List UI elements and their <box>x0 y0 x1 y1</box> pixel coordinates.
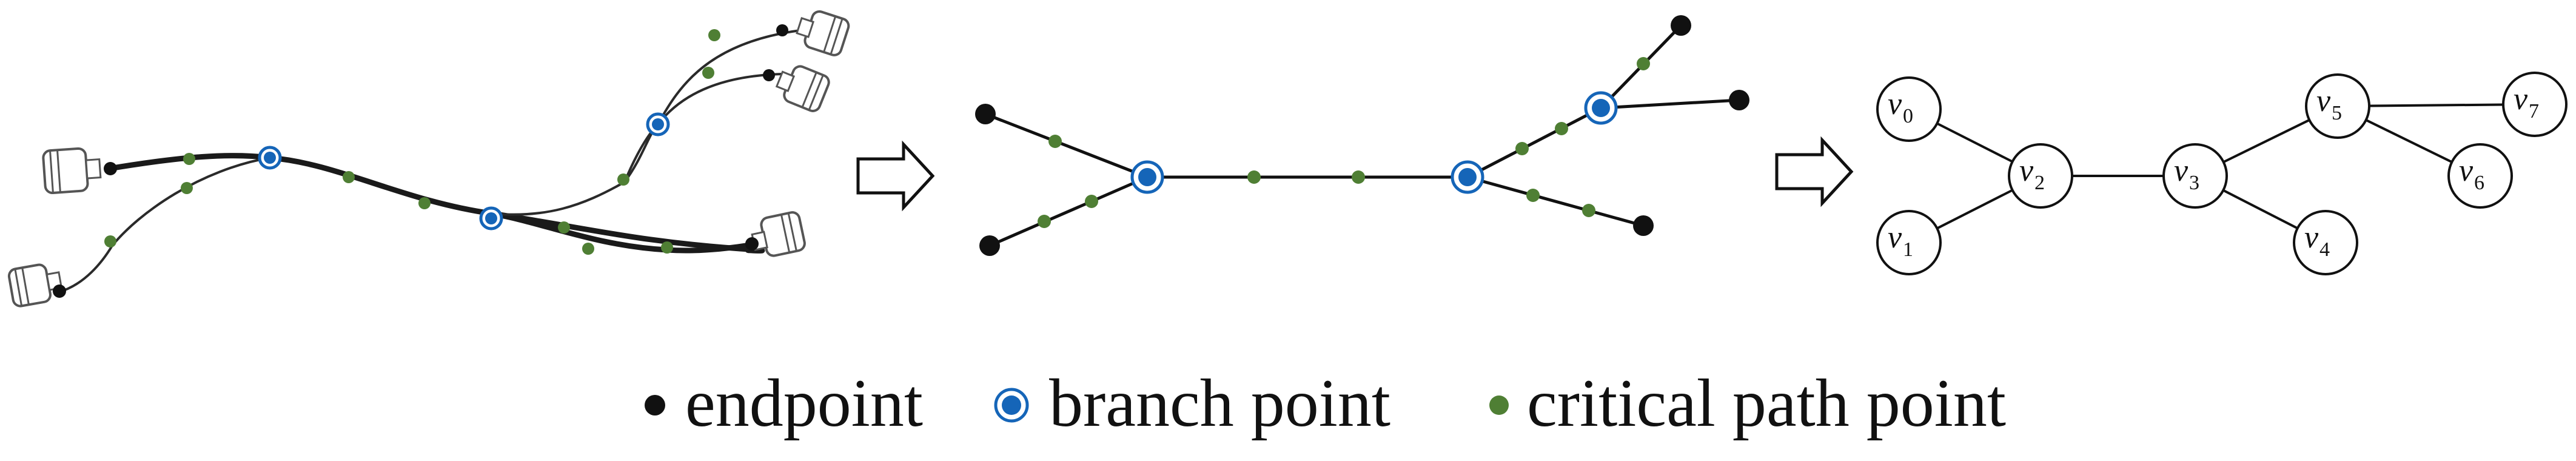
critical-path-dot <box>181 182 193 194</box>
right-arrow-icon <box>856 140 935 212</box>
critical-path-dot <box>343 171 355 183</box>
critical-path-dot <box>1526 189 1540 202</box>
skeleton-edge <box>1467 175 1644 227</box>
legend-branch-point-label: branch point <box>1049 366 1390 441</box>
cable-main-b <box>488 210 760 254</box>
graph-node-circle <box>1876 210 1942 275</box>
branch-point-marker <box>258 146 282 170</box>
legend-branch-point-swatch <box>994 388 1029 423</box>
critical-path-dot <box>617 173 629 186</box>
graph-node-v6: v6 <box>2447 143 2513 209</box>
critical-path-dot <box>1048 135 1062 148</box>
endpoint-dot <box>979 235 1000 256</box>
branch-point-marker <box>1130 160 1164 194</box>
critical-path-dot <box>702 67 714 79</box>
right-arrow-icon <box>1775 136 1854 207</box>
branch-point-marker <box>479 206 503 231</box>
harness-photo-panel <box>7 10 850 308</box>
legend-critical-path-swatch <box>1489 395 1509 415</box>
endpoint-dot <box>763 69 775 81</box>
critical-path-dot <box>418 197 431 209</box>
critical-path-dot <box>1515 142 1529 155</box>
critical-path-dot <box>1038 215 1051 228</box>
graph-edge <box>2337 103 2535 107</box>
critical-path-dot <box>1352 170 1365 184</box>
skeleton-edge <box>1466 106 1602 179</box>
cable-upper-right-b <box>657 73 783 126</box>
graph-node-circle <box>2162 143 2228 209</box>
cable-main <box>106 153 765 254</box>
cable-lower-left <box>57 156 270 294</box>
critical-path-dot <box>1637 57 1650 70</box>
critical-path-dot <box>582 243 594 255</box>
graph-node-v3: v3 <box>2162 143 2228 209</box>
legend-endpoint-label: endpoint <box>685 366 923 441</box>
critical-path-dot <box>1247 170 1261 184</box>
skeleton-edge <box>989 175 1148 247</box>
skeleton-edge <box>1600 98 1740 110</box>
graph-node-circle <box>2293 210 2358 275</box>
critical-path-dot <box>1085 195 1098 208</box>
critical-path-dot <box>104 235 116 247</box>
endpoint-dot <box>1633 215 1654 236</box>
critical-path-dot <box>183 153 195 165</box>
endpoint-dot <box>1729 90 1749 110</box>
critical-path-dot <box>1555 122 1568 135</box>
critical-path-dot <box>708 29 720 41</box>
connector-right-top <box>796 10 850 56</box>
graph-node-label: v5 <box>2316 84 2342 124</box>
endpoint-dot <box>53 284 66 298</box>
skeleton-panel <box>975 15 1749 256</box>
skeleton-edge <box>985 112 1148 179</box>
endpoint-dot <box>1671 15 1691 36</box>
endpoint-dot <box>104 162 117 175</box>
legend-critical-path-label: critical path point <box>1527 366 2006 441</box>
graph-node-v5: v5 <box>2305 73 2370 139</box>
endpoint-dot <box>745 237 759 251</box>
connector-left-top <box>42 147 102 195</box>
graph-node-v2: v2 <box>2008 143 2073 209</box>
branch-point-marker <box>1584 91 1618 125</box>
cable-upper-right <box>491 29 801 216</box>
graph-node-circle <box>2502 72 2568 137</box>
graph-node-circle <box>2447 143 2513 209</box>
graph-node-circle <box>2305 73 2370 139</box>
graph-node-v0: v0 <box>1876 76 1942 142</box>
graph-node-v4: v4 <box>2293 210 2358 275</box>
graph-node-circle <box>2008 143 2073 209</box>
branch-point-marker <box>1451 160 1484 194</box>
critical-path-dot <box>1582 204 1595 217</box>
connector-left-bottom <box>7 263 63 308</box>
connector-right-upper2 <box>775 65 830 112</box>
critical-path-dot <box>558 221 570 234</box>
graph-node-v1: v1 <box>1876 210 1942 275</box>
branch-point-marker <box>646 112 670 136</box>
endpoint-dot <box>975 104 996 124</box>
graph-node-circle <box>1876 76 1942 142</box>
endpoint-dot <box>776 24 788 36</box>
legend: endpoint branch point critical path poin… <box>645 366 2006 441</box>
critical-path-dot <box>661 241 673 254</box>
legend-endpoint-swatch <box>645 395 665 416</box>
graph-node-v7: v7 <box>2502 72 2568 137</box>
